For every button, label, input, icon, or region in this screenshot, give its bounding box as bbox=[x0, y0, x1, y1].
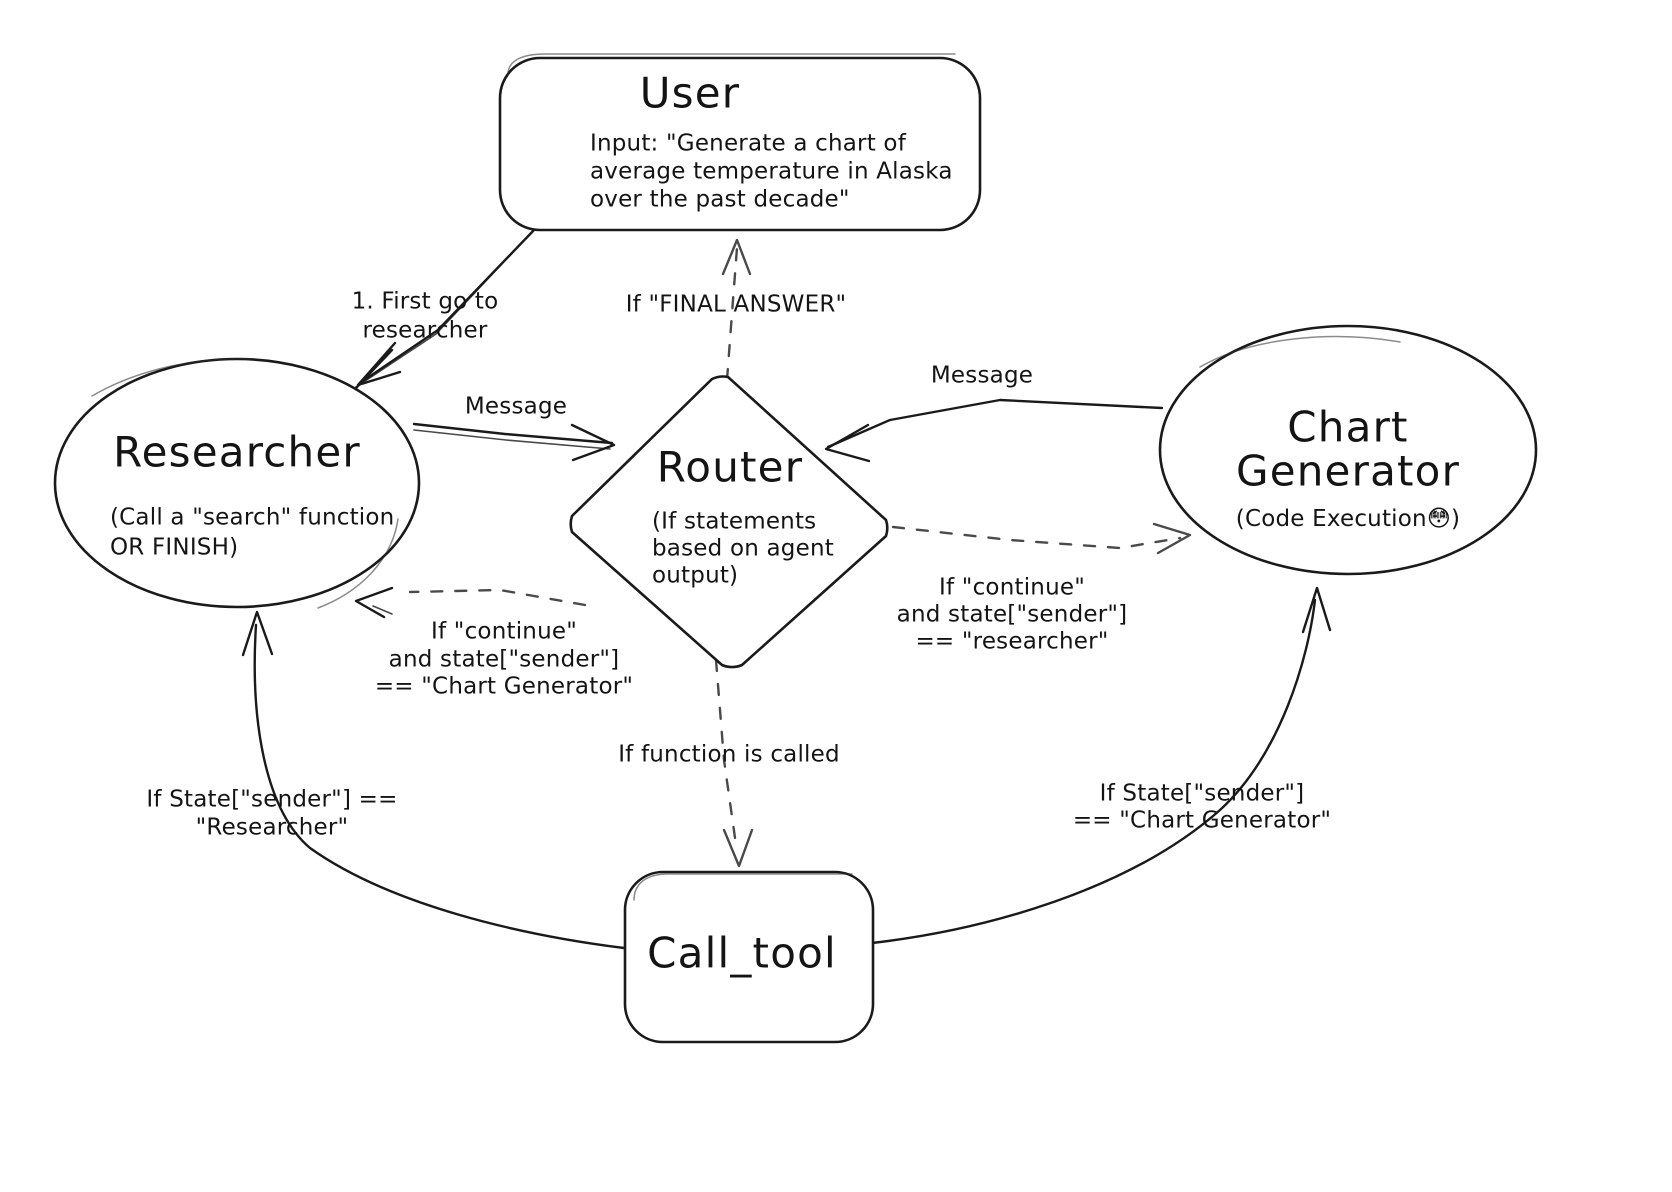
edge-label-router-to-researcher: If "continue" and state["sender"] == "Ch… bbox=[375, 619, 633, 700]
edge-label-line: and state["sender"] bbox=[389, 647, 620, 673]
node-researcher-title: Researcher bbox=[113, 428, 361, 477]
edge-router-to-user bbox=[721, 238, 752, 382]
edge-label-line: If State["sender"] bbox=[1100, 781, 1305, 807]
node-chart-generator-detail-suffix: ) bbox=[1451, 506, 1460, 532]
edge-router-to-researcher bbox=[354, 586, 587, 619]
node-researcher[interactable]: Researcher (Call a "search" function OR … bbox=[53, 357, 421, 609]
edge-label-line: If "FINAL ANSWER" bbox=[626, 292, 847, 318]
node-user-detail-line-3: over the past decade" bbox=[590, 187, 850, 213]
edge-label-line: researcher bbox=[362, 318, 487, 344]
node-researcher-detail-line-2: OR FINISH) bbox=[110, 535, 238, 561]
node-call-tool[interactable]: Call_tool bbox=[623, 870, 875, 1044]
edge-label-router-to-chart-generator: If "continue" and state["sender"] == "re… bbox=[897, 575, 1128, 655]
edge-label-line: == "Chart Generator" bbox=[1073, 808, 1331, 834]
node-user-title: User bbox=[640, 69, 741, 118]
edge-label-line: If "continue" bbox=[939, 575, 1085, 601]
node-user-detail-line-2: average temperature in Alaska bbox=[590, 159, 953, 185]
node-chart-generator[interactable]: Chart Generator (Code Execution😳) bbox=[1158, 324, 1538, 576]
edge-label-chart-generator-to-router: Message bbox=[931, 363, 1033, 389]
edge-label-line: If State["sender"] == bbox=[146, 787, 397, 813]
edge-label-line: == "Chart Generator" bbox=[375, 674, 633, 700]
node-router[interactable]: Router (If statements based on agent out… bbox=[569, 375, 889, 669]
edge-label-router-to-call-tool: If function is called bbox=[618, 742, 840, 768]
node-router-detail-line-2: based on agent bbox=[652, 536, 834, 562]
edge-label-line: "Researcher" bbox=[196, 815, 349, 841]
node-chart-generator-detail: (Code Execution😳) bbox=[1236, 506, 1460, 532]
node-router-detail-line-3: output) bbox=[652, 563, 738, 589]
edge-label-line: 1. First go to bbox=[352, 289, 499, 315]
node-router-title: Router bbox=[657, 443, 803, 492]
node-call-tool-title: Call_tool bbox=[647, 929, 837, 978]
edge-label-call-tool-to-chart-generator: If State["sender"] == "Chart Generator" bbox=[1073, 781, 1331, 834]
edge-label-line: If function is called bbox=[618, 742, 840, 768]
edge-router-to-chart-generator bbox=[891, 522, 1192, 555]
flushed-face-icon: 😳 bbox=[1427, 506, 1451, 532]
node-router-detail-line-1: (If statements bbox=[652, 509, 816, 535]
edge-label-line: and state["sender"] bbox=[897, 602, 1128, 628]
edge-label-line: If "continue" bbox=[431, 619, 577, 645]
node-chart-generator-detail-prefix: (Code Execution bbox=[1236, 506, 1427, 532]
edge-user-to-researcher bbox=[354, 228, 536, 390]
edge-label-call-tool-to-researcher: If State["sender"] == "Researcher" bbox=[146, 787, 397, 841]
node-user[interactable]: User Input: "Generate a chart of average… bbox=[498, 53, 982, 232]
edge-label-line: Message bbox=[465, 394, 567, 420]
edge-call-tool-to-chart-generator bbox=[870, 586, 1332, 945]
node-researcher-detail-line-1: (Call a "search" function bbox=[110, 505, 394, 531]
edge-researcher-to-router bbox=[412, 422, 616, 462]
edge-label-router-to-user: If "FINAL ANSWER" bbox=[626, 292, 847, 318]
edge-label-researcher-to-router: Message bbox=[465, 394, 567, 420]
edge-label-line: == "researcher" bbox=[915, 629, 1108, 655]
edge-label-user-to-researcher: 1. First go to researcher bbox=[352, 289, 499, 344]
edge-router-to-call-tool bbox=[714, 658, 754, 868]
edge-chart-generator-to-router bbox=[824, 398, 1164, 463]
edge-label-line: Message bbox=[931, 363, 1033, 389]
node-user-detail-line-1: Input: "Generate a chart of bbox=[590, 131, 907, 157]
node-chart-generator-title-line-2: Generator bbox=[1236, 447, 1460, 496]
edge-call-tool-to-researcher bbox=[241, 610, 626, 950]
node-chart-generator-title-line-1: Chart bbox=[1287, 403, 1408, 452]
